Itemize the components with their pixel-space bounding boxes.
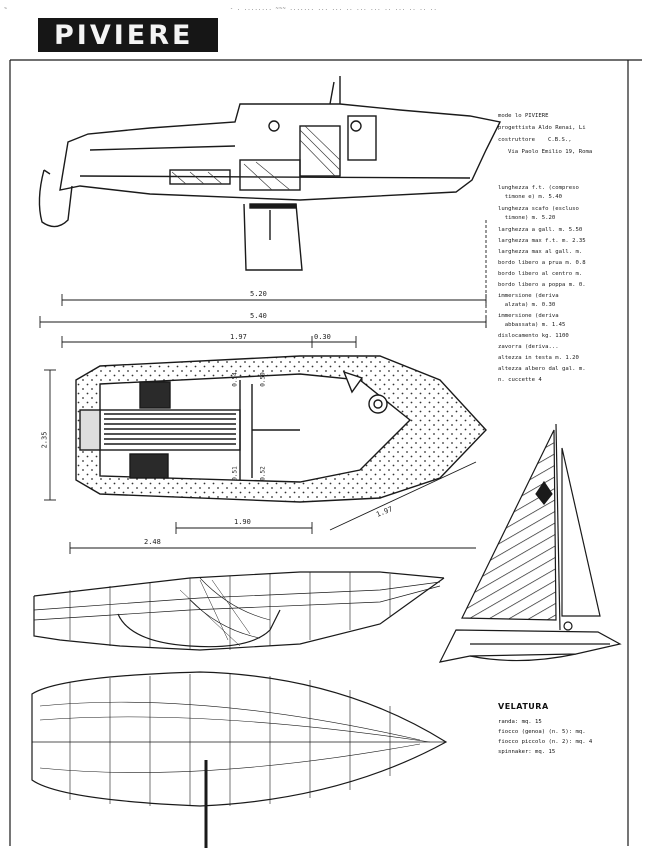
spec-line: n. cuccette 4	[498, 377, 542, 383]
page-frame	[9, 59, 642, 846]
dim-label: 0.52	[259, 466, 267, 481]
spec-builder-label: costruttore	[498, 137, 536, 143]
spec-line: abbassata) m. 1.45	[498, 322, 566, 328]
spec-line: bordo libero al centro m.	[498, 271, 583, 277]
dim-cockpit: 1.90	[234, 518, 251, 526]
dim-stern-mark: 2.48	[144, 538, 161, 546]
dim-total-length: 5.40	[250, 312, 267, 320]
spec-line: larghezza max al gall. m.	[498, 249, 583, 255]
spec-line: altezza albero dal gal. m.	[498, 366, 586, 372]
length-dimensions	[39, 220, 487, 330]
dim-beam: 2.35	[40, 431, 49, 449]
spec-line: lunghezza scafo (escluso	[498, 206, 579, 212]
spec-line: altezza in testa m. 1.20	[498, 355, 579, 361]
spec-line: timone) m. 5.20	[498, 215, 556, 221]
hull-lines-plan	[31, 671, 448, 848]
top-strip-text: - . ........ ~~~ ....... ... ... .. ... …	[230, 6, 438, 12]
spec-line: lunghezza f.t. (compreso	[498, 185, 579, 191]
spec-line: alzata) m. 0.30	[498, 302, 556, 308]
title-banner	[38, 18, 218, 52]
spec-line: immersione (deriva	[498, 313, 559, 319]
dim-deck-b: 0.30	[314, 333, 331, 341]
sails-line: fiocco piccolo (n. 2): mq. 4	[498, 739, 593, 745]
deck-plan	[75, 355, 487, 503]
spec-builder: C.B.S.,	[548, 137, 572, 143]
sail-plan	[438, 423, 622, 663]
spec-line: larghezza max f.t. m. 2.35	[498, 238, 586, 244]
spec-line: timone e) m. 5.40	[498, 194, 562, 200]
spec-line: bordo libero a poppa m. 0.	[498, 282, 586, 288]
sails-line: spinnaker: mq. 15	[498, 749, 556, 755]
dim-label: 0.50	[259, 372, 267, 387]
dim-hull-length: 5.20	[250, 290, 267, 298]
spec-line: bordo libero a prua m. 0.8	[498, 260, 586, 266]
sails-title: VELATURA	[498, 702, 549, 711]
spec-line: dislocamento kg. 1100	[498, 333, 569, 339]
spec-model: mode lo PIVIERE	[498, 113, 549, 119]
dim-label: 0.54	[231, 372, 239, 387]
spec-line: larghezza a gall. m. 5.50	[498, 227, 583, 233]
spec-designer: progettista Aldo Renai, Li	[498, 125, 586, 131]
profile-section	[38, 76, 502, 271]
deck-dimensions	[44, 336, 477, 554]
profile-hatching	[171, 125, 341, 191]
sails-line: randa: mq. 15	[498, 719, 542, 725]
spec-line: zavorra (deriva...	[498, 344, 559, 350]
spec-line: immersione (deriva	[498, 293, 559, 299]
hull-lines-side	[33, 571, 445, 651]
dim-deck-a: 1.97	[230, 333, 247, 341]
corner-mark: ~	[4, 6, 7, 12]
page-title: PIVIERE	[54, 20, 194, 51]
sails-line: fiocco (genoa) (n. 5): mq.	[498, 729, 586, 735]
dim-label: 0.51	[231, 466, 239, 481]
spec-address: Via Paolo Emilio 19, Roma	[508, 149, 593, 155]
